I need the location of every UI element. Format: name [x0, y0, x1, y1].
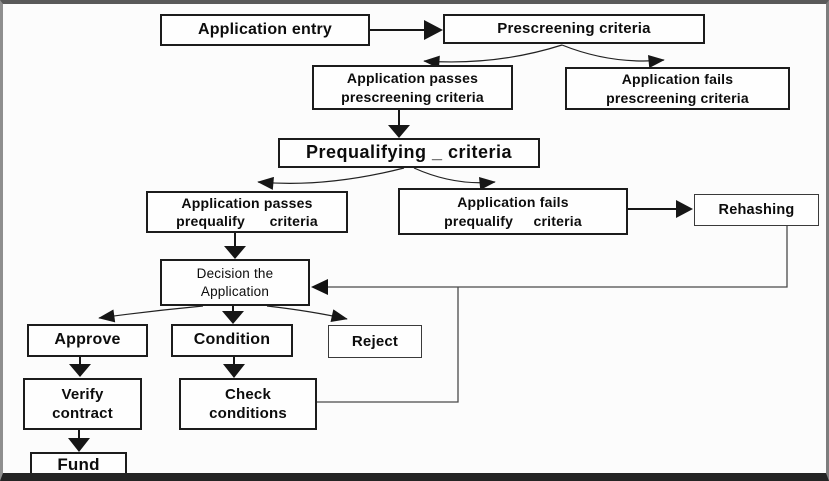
node-passes-prequalify: Application passes prequalify criteria: [146, 191, 348, 233]
node-prescreening-criteria: Prescreening criteria: [443, 14, 705, 44]
node-fails-prescreening: Application fails prescreening criteria: [565, 67, 790, 110]
node-fails-prequalify: Application fails prequalify criteria: [398, 188, 628, 235]
node-decision-the-application: Decision the Application: [160, 259, 310, 306]
edge-condition-to-check: [223, 357, 245, 378]
node-condition: Condition: [171, 324, 293, 357]
edge-decision-to-condition: [222, 306, 244, 324]
edge-prequal-to-passes: [257, 167, 405, 190]
edge-decision-to-approve: [98, 305, 204, 323]
node-fund: Fund: [30, 452, 127, 478]
node-check-conditions: Check conditions: [179, 378, 317, 430]
node-approve: Approve: [27, 324, 148, 357]
edge-prescreening-to-fails: [561, 44, 665, 68]
edge-decision-to-reject: [266, 305, 348, 322]
node-verify-contract: Verify contract: [23, 378, 142, 430]
edge-entry-to-prescreening: [370, 20, 443, 40]
edge-prequal-to-fails: [413, 167, 496, 190]
node-application-entry: Application entry: [160, 14, 370, 46]
edge-check-to-decision: [317, 287, 459, 403]
edge-failspq-to-rehashing: [628, 200, 693, 218]
node-rehashing: Rehashing: [694, 194, 819, 226]
edge-passespq-to-decision: [224, 233, 246, 259]
edge-passespre-to-prequalifying: [388, 110, 410, 138]
edge-verify-to-fund: [68, 430, 90, 452]
node-prequalifying-criteria: Prequalifying _ criteria: [278, 138, 540, 168]
edge-rehashing-to-decision: [311, 226, 788, 295]
node-passes-prescreening: Application passes prescreening criteria: [312, 65, 513, 110]
edge-approve-to-verify: [69, 357, 91, 377]
node-reject: Reject: [328, 325, 422, 358]
edge-prescreening-to-passes: [423, 44, 563, 69]
